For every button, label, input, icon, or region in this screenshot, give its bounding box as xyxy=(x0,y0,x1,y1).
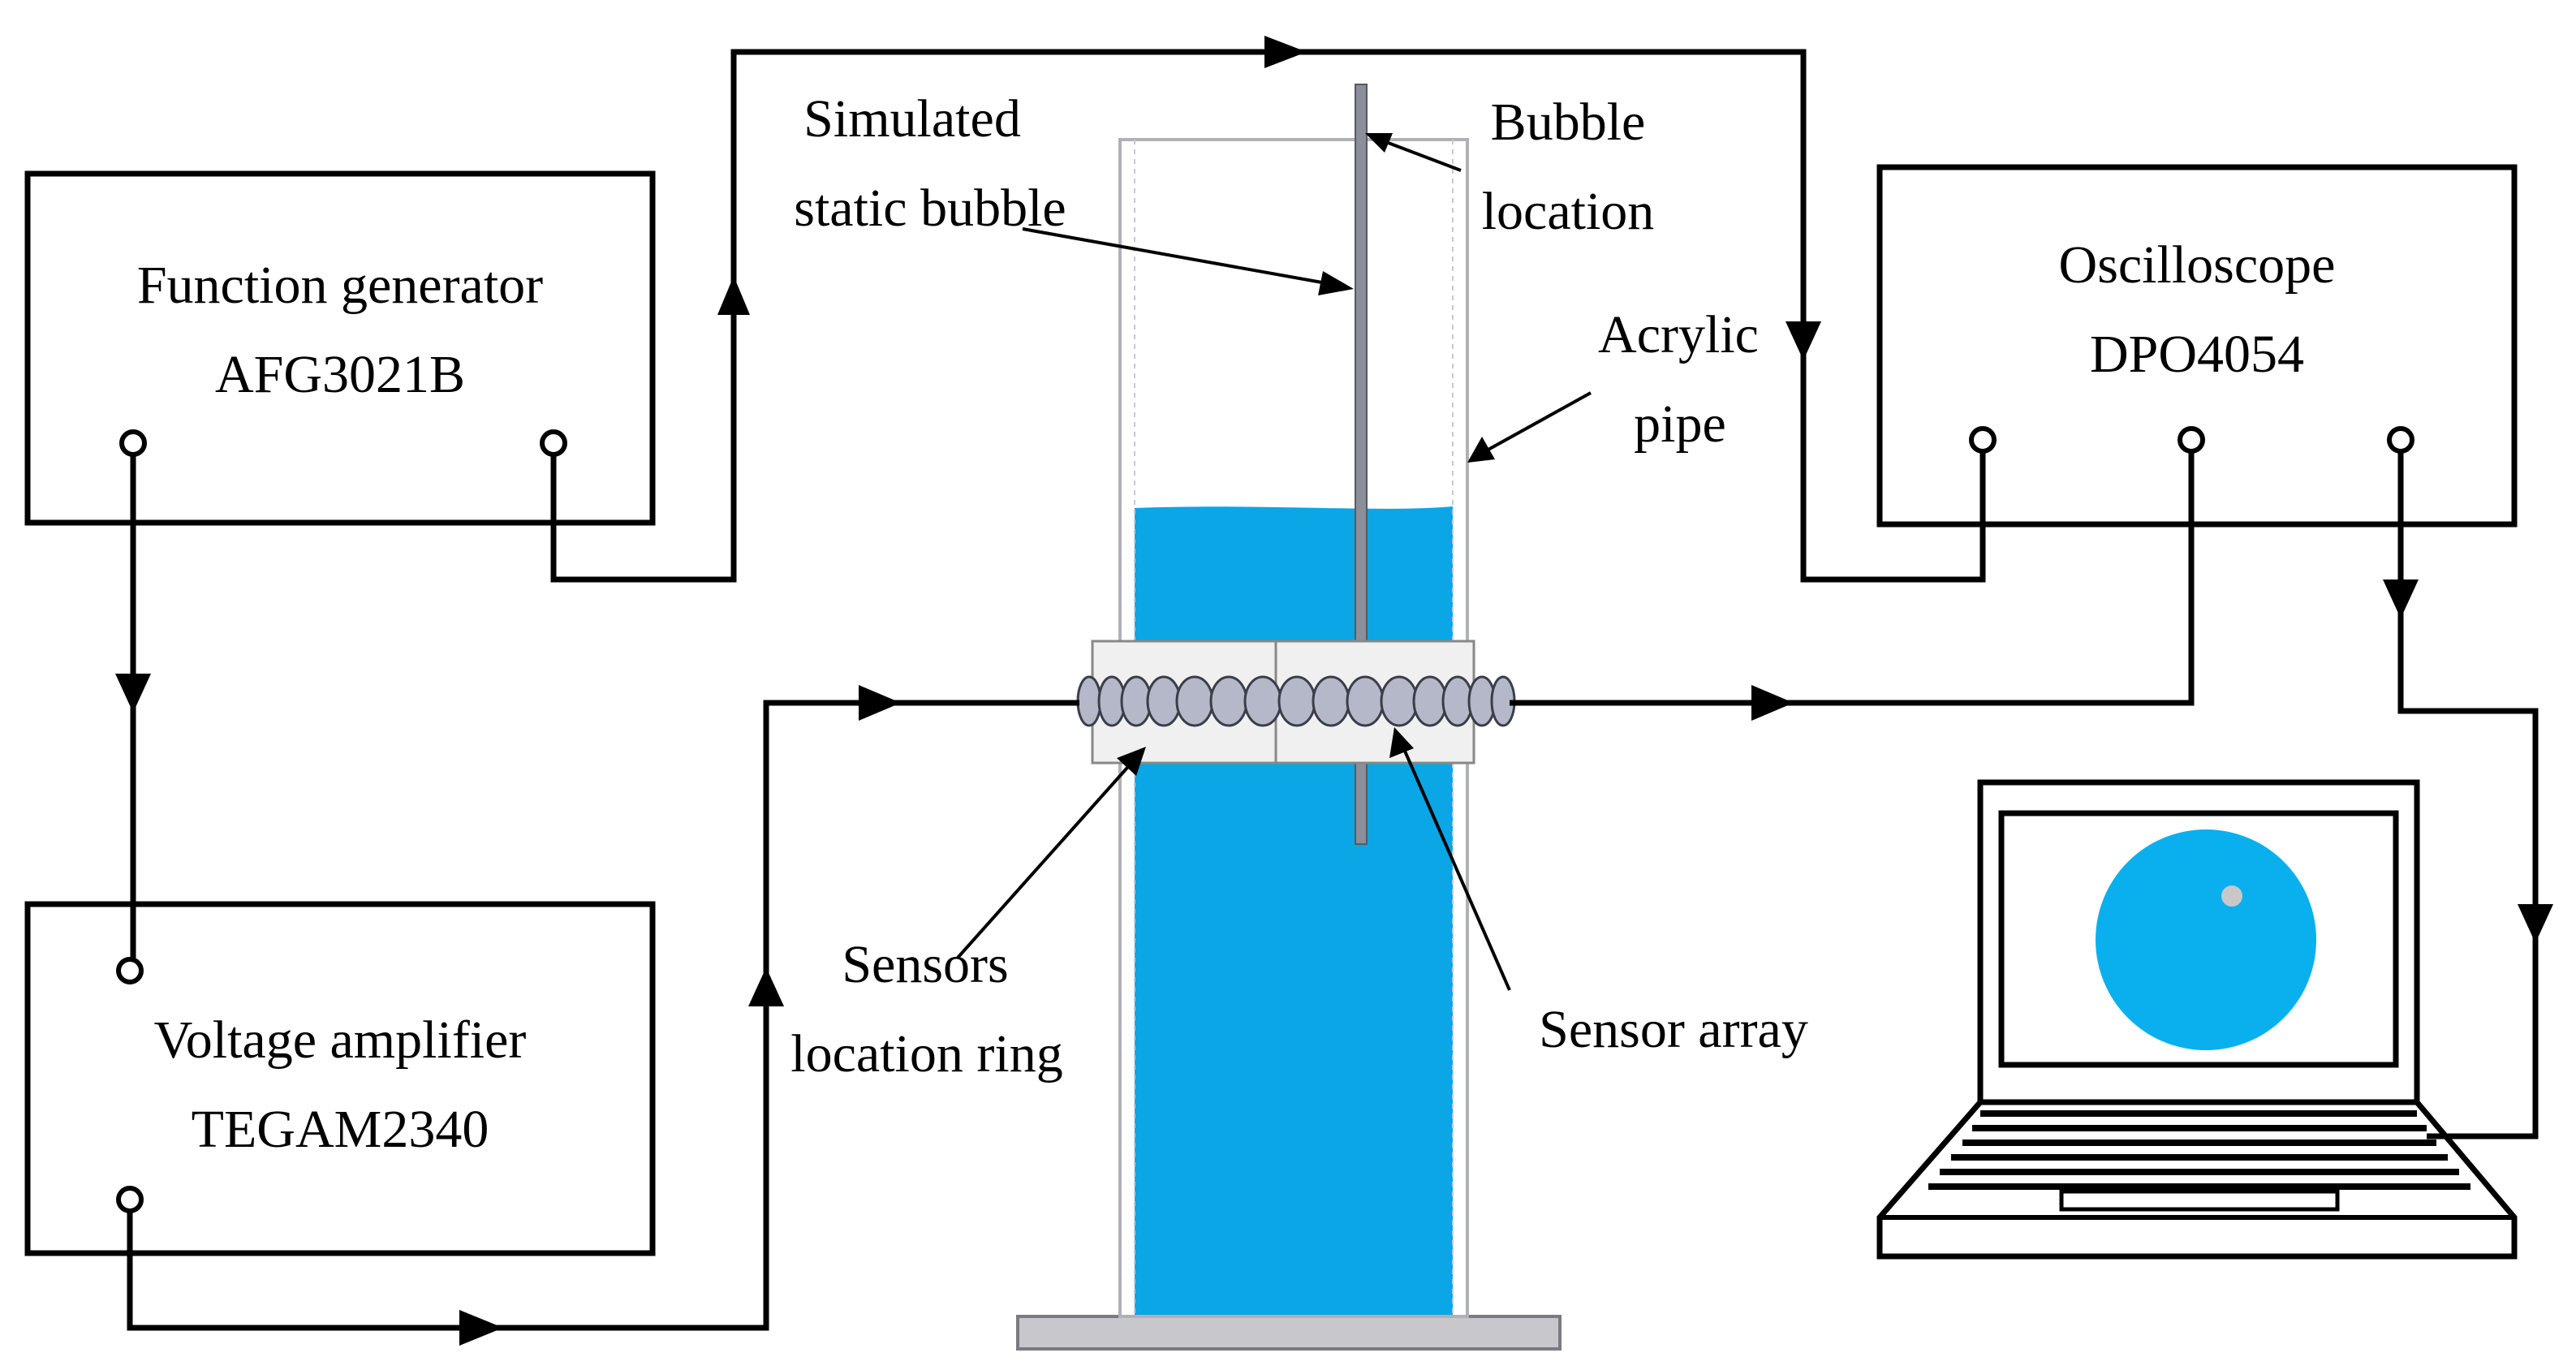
oscilloscope-model: DPO4054 xyxy=(2090,325,2304,384)
label-acrylic-line1: Acrylic xyxy=(1598,305,1759,364)
labels: Simulated static bubble Bubble location … xyxy=(790,89,1808,1084)
label-simulated-line2: static bubble xyxy=(794,179,1066,238)
pointer-simulated-bubble xyxy=(1022,227,1332,286)
pointer-acrylic-pipe-head xyxy=(1467,437,1495,463)
sensor-array xyxy=(1076,675,1516,727)
label-bubble-line1: Bubble xyxy=(1491,93,1646,152)
oscilloscope-name: Oscilloscope xyxy=(2059,235,2336,295)
voltage-amplifier: Voltage amplifier TEGAM2340 xyxy=(24,901,656,1256)
pointer-bubble-location-head xyxy=(1365,133,1393,153)
screen-bubble-dot xyxy=(2221,885,2242,907)
label-acrylic-line2: pipe xyxy=(1634,394,1726,454)
arrow-right-to-ring xyxy=(859,685,901,721)
screen-circle xyxy=(2096,829,2316,1050)
voltage-amplifier-terminal-bottom xyxy=(116,1186,144,1213)
arrow-right-to-oscilloscope xyxy=(1751,685,1794,721)
pointers xyxy=(956,133,1592,991)
function-generator-name: Function generator xyxy=(137,256,543,315)
function-generator-terminal-right xyxy=(540,429,567,457)
pointer-simulated-bubble-head xyxy=(1318,271,1354,295)
oscilloscope-terminal-1 xyxy=(1969,426,1997,454)
arrow-up-left-riser xyxy=(717,276,750,315)
label-sensor-array: Sensor array xyxy=(1539,1000,1808,1059)
wire-ring-to-oscilloscope xyxy=(1510,451,2195,706)
arrow-down-amplifier xyxy=(115,674,151,713)
pipe-base xyxy=(1016,1315,1562,1351)
laptop-icon xyxy=(1876,779,2518,1260)
label-sensors-line2: location ring xyxy=(790,1024,1062,1084)
wire-oscilloscope-to-laptop xyxy=(2397,451,2539,1140)
label-sensors-line1: Sensors xyxy=(842,935,1008,994)
arrow-right-bottom xyxy=(459,1310,503,1346)
pointer-sensors-ring xyxy=(956,760,1135,959)
pointer-sensors-ring-head xyxy=(1117,747,1146,776)
pointer-sensor-array xyxy=(1399,741,1511,991)
wire-trigger xyxy=(550,49,1986,583)
voltage-amplifier-name: Voltage amplifier xyxy=(154,1010,527,1070)
wires xyxy=(115,36,2553,1346)
arrow-down-oscilloscope xyxy=(2383,579,2419,618)
oscilloscope: Oscilloscope DPO4054 xyxy=(1876,164,2518,528)
oscilloscope-terminal-2 xyxy=(2178,426,2205,454)
pointer-sensor-array-head xyxy=(1389,727,1414,758)
pointer-acrylic-pipe xyxy=(1484,391,1592,453)
pointer-bubble-location xyxy=(1379,138,1462,172)
arrow-down-laptop xyxy=(2518,904,2553,943)
function-generator: Function generator AFG3021B xyxy=(24,170,656,526)
acrylic-pipe-assembly xyxy=(1016,84,1562,1351)
function-generator-model: AFG3021B xyxy=(215,345,465,404)
arrow-right-top xyxy=(1264,36,1307,68)
arrow-up-riser xyxy=(748,967,784,1006)
water xyxy=(1135,506,1453,1316)
arrow-down-right xyxy=(1786,321,1821,360)
label-simulated-line1: Simulated xyxy=(803,89,1021,149)
oscilloscope-terminal-3 xyxy=(2387,426,2414,454)
voltage-amplifier-terminal-top xyxy=(116,957,144,984)
function-generator-terminal-left xyxy=(119,429,147,457)
label-bubble-line2: location xyxy=(1482,182,1655,241)
voltage-amplifier-model: TEGAM2340 xyxy=(192,1100,489,1159)
